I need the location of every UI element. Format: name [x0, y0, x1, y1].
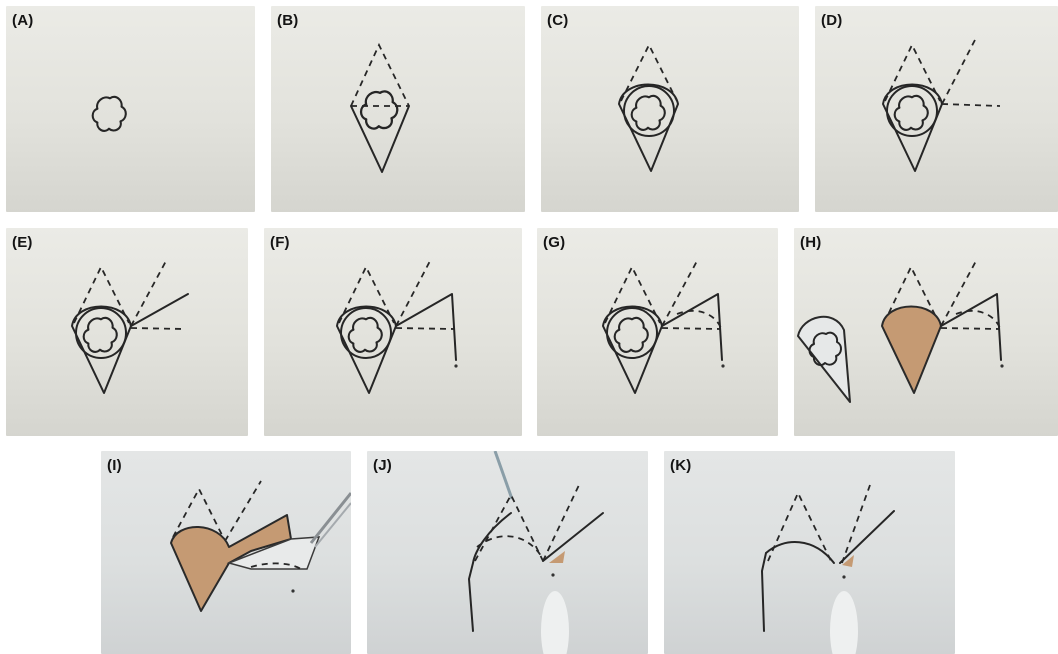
forceps	[311, 493, 351, 543]
residual-defect	[842, 555, 854, 567]
panel-h: (H)	[794, 228, 1058, 436]
lesion-outline	[361, 91, 397, 128]
pivot-dot	[842, 575, 845, 578]
closure-line-right	[840, 511, 894, 563]
lower-excision-line	[351, 106, 409, 172]
panel-label: (E)	[12, 234, 33, 251]
panel-label: (B)	[277, 12, 298, 29]
panel-d-drawing	[815, 6, 1058, 212]
panel-h-drawing	[794, 228, 1058, 436]
panel-a-drawing	[6, 6, 255, 212]
panel-label: (G)	[543, 234, 565, 251]
panel-i-drawing	[101, 451, 351, 654]
panel-d: (D)	[815, 6, 1058, 212]
upper-dashed-triangle	[74, 267, 129, 323]
panel-f-drawing	[264, 228, 522, 436]
panel-label: (I)	[107, 457, 122, 474]
panel-k: (K)	[664, 451, 955, 654]
panel-e-drawing	[6, 228, 248, 436]
upper-dashed-triangle	[605, 267, 660, 323]
panel-g: (G)	[537, 228, 778, 436]
panel-b: (B)	[271, 6, 525, 212]
lesion-outline	[615, 318, 648, 352]
pivot-dot	[551, 573, 554, 576]
dashed-horizontal	[131, 328, 184, 329]
lesion-outline	[93, 97, 126, 131]
panel-label: (D)	[821, 12, 842, 29]
dashed-horizontal	[662, 328, 720, 329]
upper-dashed-triangle	[621, 45, 677, 101]
lesion-outline	[632, 96, 665, 130]
panel-e: (E)	[6, 228, 248, 436]
dashed-horizontal	[396, 328, 454, 329]
residual-defect	[549, 551, 565, 563]
pivot-dot	[1000, 364, 1003, 367]
dashed-diagonal	[942, 36, 977, 104]
panel-label: (C)	[547, 12, 568, 29]
panel-label: (J)	[373, 457, 392, 474]
panel-i: (I)	[101, 451, 351, 654]
panel-label: (K)	[670, 457, 691, 474]
closure-line-left	[469, 513, 511, 631]
panel-c-drawing	[541, 6, 799, 212]
pivot-dot	[291, 589, 294, 592]
excised-specimen	[798, 317, 850, 402]
panel-f: (F)	[264, 228, 522, 436]
forceps	[495, 451, 512, 499]
flap-incision	[941, 294, 1001, 360]
skin-fold	[541, 591, 569, 654]
closure-line-left	[762, 553, 766, 631]
panel-label: (F)	[270, 234, 290, 251]
panel-c: (C)	[541, 6, 799, 212]
flap-incision	[396, 294, 456, 360]
panel-k-drawing	[664, 451, 955, 654]
upper-dashed-triangle	[885, 45, 940, 101]
upper-dashed-triangle	[475, 495, 543, 561]
upper-dashed-triangle	[339, 267, 394, 323]
upper-dashed-triangle	[351, 45, 409, 106]
skin-fold	[830, 591, 858, 654]
dashed-diagonal	[842, 485, 870, 563]
incision-line	[131, 294, 188, 326]
panel-j: (J)	[367, 451, 648, 654]
lesion-outline	[349, 318, 382, 352]
flap-incision	[662, 294, 722, 360]
panel-label: (A)	[12, 12, 33, 29]
panel-a: (A)	[6, 6, 255, 212]
dashed-horizontal	[942, 104, 1000, 106]
panel-label: (H)	[800, 234, 821, 251]
panel-b-drawing	[271, 6, 525, 212]
dashed-horizontal	[941, 328, 999, 329]
panel-j-drawing	[367, 451, 648, 654]
pivot-dot	[454, 364, 457, 367]
dashed-diagonal	[543, 485, 579, 561]
pivot-dot	[721, 364, 724, 367]
lesion-outline	[895, 96, 928, 130]
closure-line-right	[543, 513, 603, 561]
panel-g-drawing	[537, 228, 778, 436]
forceps-tip	[315, 503, 351, 547]
lesion-outline	[84, 318, 117, 352]
excision-defect	[882, 307, 941, 394]
